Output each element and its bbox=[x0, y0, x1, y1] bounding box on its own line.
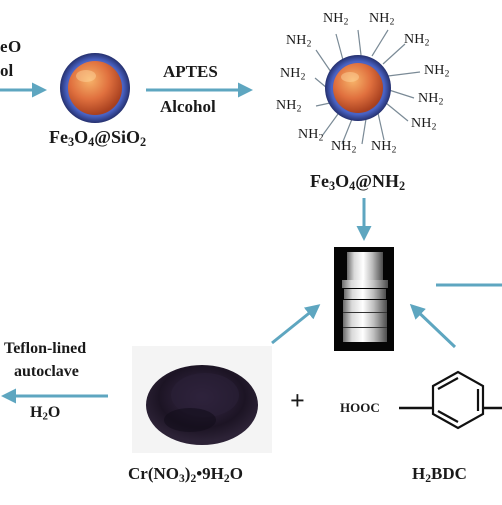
benzene-ring bbox=[399, 370, 502, 430]
hooc-group-label: HOOC bbox=[340, 400, 380, 415]
aptes-label: APTES bbox=[163, 62, 218, 81]
autoclave-image bbox=[328, 242, 400, 357]
chromium-salt-powder-image bbox=[132, 346, 272, 453]
fe3o4-sio2-label: Fe3O4@SiO2 bbox=[49, 127, 147, 150]
nh2-label: NH2 bbox=[323, 11, 349, 28]
nh2-label: NH2 bbox=[369, 11, 395, 28]
nh2-label: NH2 bbox=[286, 33, 312, 50]
nh2-label: NH2 bbox=[371, 139, 397, 156]
nh2-label: NH2 bbox=[418, 91, 444, 108]
nh2-label: NH2 bbox=[404, 32, 430, 49]
left-cut-label-line1: eO bbox=[0, 37, 22, 56]
chromium-salt-label: Cr(NO3)2•9H2O bbox=[128, 464, 243, 485]
nh2-label: NH2 bbox=[411, 116, 437, 133]
water-label: H2O bbox=[30, 404, 61, 423]
arrow-salt-to-autoclave bbox=[271, 304, 321, 345]
left-cut-label-line2: ol bbox=[0, 61, 14, 80]
fe3o4-sio2-particle bbox=[60, 53, 130, 123]
teflon-lined-label: Teflon-lined bbox=[4, 340, 87, 357]
h2bdc-label: H2BDC bbox=[412, 464, 467, 485]
fe3o4-nh2-label: Fe3O4@NH2 bbox=[310, 171, 406, 194]
nh2-label: NH2 bbox=[331, 139, 357, 156]
arrow-linker-to-autoclave bbox=[409, 303, 457, 349]
nh2-label: NH2 bbox=[280, 66, 306, 83]
nh2-label: NH2 bbox=[298, 127, 324, 144]
alcohol-label: Alcohol bbox=[160, 97, 216, 116]
plus-sign: + bbox=[290, 386, 305, 415]
nh2-label: NH2 bbox=[276, 98, 302, 115]
fe3o4-nh2-particle bbox=[314, 29, 421, 145]
autoclave-label: autoclave bbox=[14, 363, 79, 380]
nh2-label: NH2 bbox=[424, 63, 450, 80]
